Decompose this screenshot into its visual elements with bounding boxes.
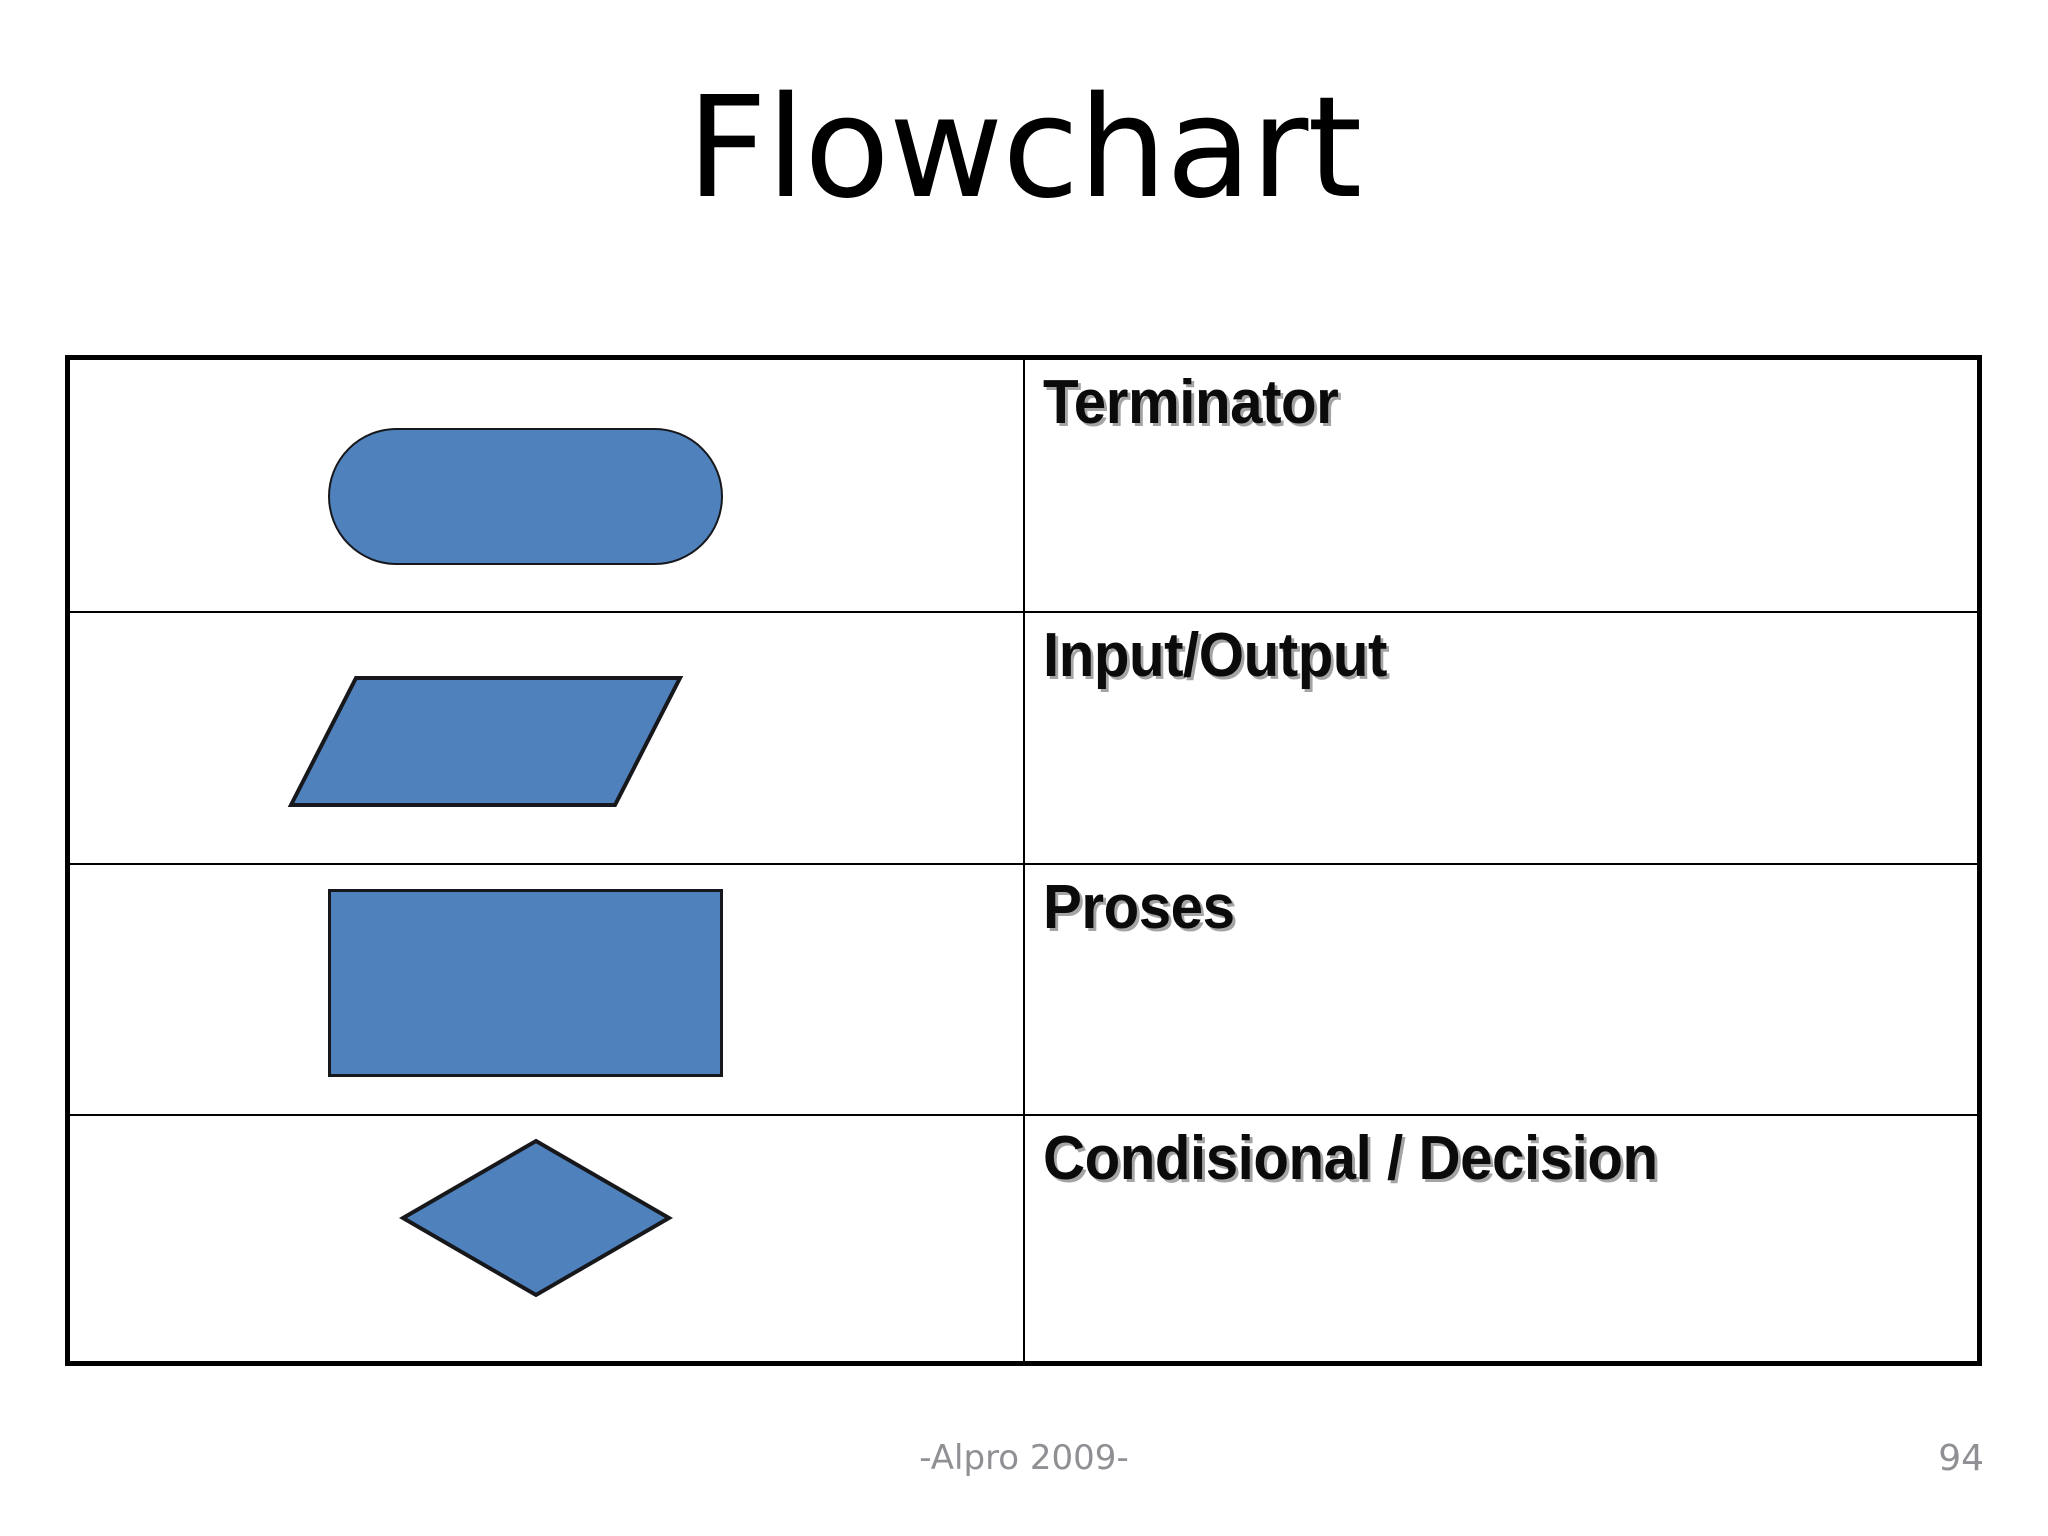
- table-cell-name: Proses: [1025, 865, 1977, 1114]
- table-cell-name: Condisional / Decision: [1025, 1116, 1977, 1361]
- table-cell-symbol: [70, 1116, 1025, 1361]
- table-cell-symbol: [70, 360, 1025, 611]
- parallelogram-icon: [288, 675, 683, 808]
- flowchart-symbol-table: Terminator Input/Output Proses: [65, 355, 1982, 1366]
- symbol-label-decision: Condisional / Decision: [1043, 1124, 1658, 1193]
- page-number: 94: [1938, 1438, 1984, 1479]
- symbol-label-process: Proses: [1043, 873, 1235, 942]
- table-cell-symbol: [70, 865, 1025, 1114]
- terminator-symbol: [328, 428, 723, 565]
- footer-note: -Alpro 2009-: [919, 1438, 1129, 1478]
- symbol-label-terminator: Terminator: [1043, 368, 1339, 437]
- decision-symbol: [400, 1138, 672, 1298]
- process-symbol: [328, 889, 723, 1077]
- symbol-label-input-output: Input/Output: [1043, 621, 1387, 690]
- table-cell-name: Input/Output: [1025, 613, 1977, 863]
- page-title: Flowchart: [686, 67, 1363, 230]
- table-cell-symbol: [70, 613, 1025, 863]
- diamond-icon: [400, 1138, 672, 1298]
- table-row: Proses: [70, 865, 1977, 1116]
- input-output-symbol: [288, 675, 683, 808]
- table-row: Condisional / Decision: [70, 1116, 1977, 1361]
- table-row: Terminator: [70, 360, 1977, 613]
- table-cell-name: Terminator: [1025, 360, 1977, 611]
- table-row: Input/Output: [70, 613, 1977, 865]
